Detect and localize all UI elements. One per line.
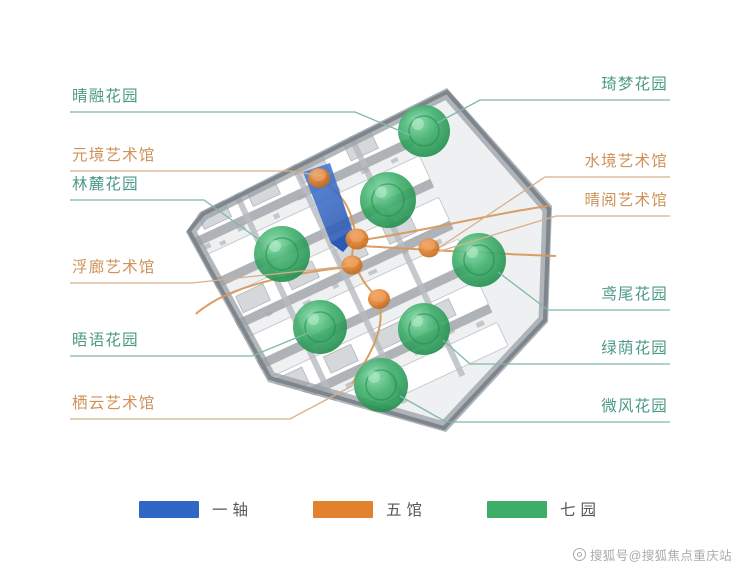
label-lvyin-garden[interactable]: 绿荫花园 <box>601 340 668 357</box>
legend-label-axis: 一轴 <box>211 502 253 519</box>
label-qingrong-garden[interactable]: 晴融花园 <box>72 88 139 105</box>
leader-line-linlu <box>70 199 269 247</box>
museum-markers <box>308 168 440 309</box>
garden-marker <box>452 233 506 287</box>
label-weifeng-garden[interactable]: 微风花园 <box>601 398 668 415</box>
label-qingyue-museum[interactable]: 晴阅艺术馆 <box>584 192 668 209</box>
leader-line-qingyue <box>436 215 670 253</box>
leader-line-qimeng <box>436 99 670 124</box>
axis-marker-blue <box>303 163 355 252</box>
leader-line-shuijing <box>439 176 670 248</box>
legend-item-museums[interactable]: 五馆 <box>312 498 427 520</box>
sohu-logo-icon <box>572 548 586 561</box>
label-qiyun-museum[interactable]: 栖云艺术馆 <box>72 395 156 412</box>
museum-marker <box>341 255 363 275</box>
legend: 一轴 五馆 七园 <box>0 498 740 520</box>
legend-item-axis[interactable]: 一轴 <box>138 498 253 520</box>
label-qimeng-garden[interactable]: 琦梦花园 <box>601 76 668 93</box>
legend-swatch-blue-icon <box>138 500 199 518</box>
watermark-text: 搜狐号@搜狐焦点重庆站 <box>589 549 732 563</box>
garden-marker <box>293 300 347 354</box>
museum-marker <box>308 168 330 188</box>
museum-marker <box>368 289 390 309</box>
garden-marker <box>398 105 450 157</box>
legend-swatch-orange-icon <box>312 500 373 518</box>
legend-item-gardens[interactable]: 七园 <box>487 498 601 520</box>
garden-marker <box>360 172 416 228</box>
label-wuyu-garden[interactable]: 晤语花园 <box>72 332 139 349</box>
label-yuanwei-garden[interactable]: 鸢尾花园 <box>601 286 668 303</box>
garden-markers <box>254 105 506 412</box>
museum-marker <box>418 238 440 258</box>
garden-marker <box>398 303 450 355</box>
garden-marker <box>354 358 408 412</box>
legend-label-gardens: 七园 <box>560 502 602 519</box>
watermark: 搜狐号@搜狐焦点重庆站 <box>572 545 732 564</box>
label-linlu-garden[interactable]: 林麓花园 <box>72 176 139 193</box>
leader-line-qingrong <box>70 111 411 136</box>
legend-label-museums: 五馆 <box>385 502 427 519</box>
museum-connector-path <box>195 178 557 385</box>
label-shuijing-museum[interactable]: 水境艺术馆 <box>584 153 668 170</box>
garden-marker <box>254 226 310 282</box>
masterplan-base <box>186 88 552 432</box>
museum-marker <box>345 228 369 250</box>
label-yuanjing-museum[interactable]: 元境艺术馆 <box>72 147 156 164</box>
label-foulang-museum[interactable]: 浮廊艺术馆 <box>72 259 156 276</box>
leader-lines-right <box>399 99 670 423</box>
legend-swatch-green-icon <box>487 500 547 518</box>
